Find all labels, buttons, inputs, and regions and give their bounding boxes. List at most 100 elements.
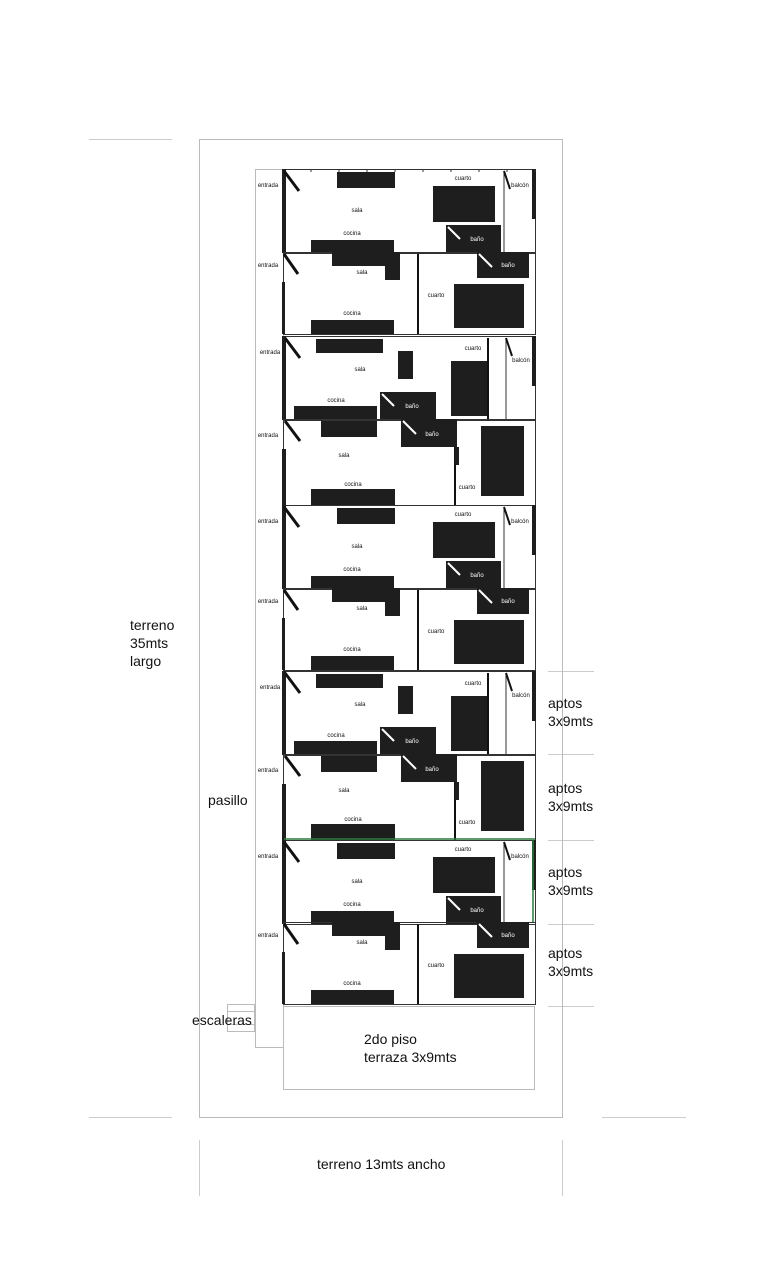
apto-label-2-size: 3x9mts (548, 798, 594, 814)
unit-7-bath-fixture (380, 727, 436, 755)
unit-1-entry-door (282, 170, 301, 192)
unit-5-bed (433, 522, 495, 558)
unit-5-cuarto-label: cuarto (455, 512, 472, 518)
unit-4-bath-door (402, 420, 417, 435)
unit-3-left-wall (282, 336, 286, 420)
unit-7-kitchen-counter (294, 741, 377, 755)
unit-7-bano-label: baño (405, 739, 419, 745)
unit-1-bed (433, 186, 495, 222)
unit-5-left-wall (282, 505, 286, 589)
unit-4-bed (481, 426, 524, 496)
apto-separator-1 (548, 671, 594, 672)
unit-3-shelf (316, 339, 383, 353)
lot-length-value: 35mts (130, 635, 169, 651)
apto-separator-4 (548, 924, 594, 925)
unit-1-entrada-label: entrada (258, 183, 279, 189)
unit-8-bath-door (402, 755, 417, 770)
unit-10-bano-label: baño (501, 933, 515, 939)
unit-10-sala-label: sala (356, 940, 368, 946)
unit-5-entry-door (282, 506, 301, 528)
unit-1-right-wall (532, 169, 536, 219)
unit-5-bath-fixture (446, 561, 501, 589)
unit-8-kitchen-counter (311, 824, 395, 840)
unit-2-bath-fixture (477, 252, 529, 278)
unit-3-cocina-label: cocina (327, 398, 345, 404)
lot-width-label: terreno 13mts ancho (317, 1156, 446, 1172)
unit-7-balcony-door (505, 672, 513, 692)
unit-1-sala-label: sala (351, 208, 363, 214)
apto-label-3-title: aptos (548, 864, 583, 880)
unit-9-sala-label: sala (351, 879, 363, 885)
unit-10-kitchen-counter (311, 990, 394, 1004)
unit-8-bano-label: baño (425, 767, 439, 773)
unit-8-sala-label: sala (338, 788, 350, 794)
unit-3-right-wall (532, 336, 536, 386)
unit-6-sala-label: sala (356, 606, 368, 612)
stairs-box-inner (227, 1011, 255, 1025)
unit-9-bath-fixture (446, 896, 501, 924)
unit-9-bath-door (447, 897, 461, 911)
unit-4-bath-fixture (401, 419, 457, 447)
apto-label-3: aptos 3x9mts (548, 863, 593, 899)
unit-1-bano-label: baño (470, 237, 484, 243)
unit-5-sala-label: sala (351, 544, 363, 550)
unit-10-bath-fixture (477, 922, 529, 948)
unit-7-cuarto-label: cuarto (465, 681, 482, 687)
unit-3-balcon-label: balcón (512, 358, 530, 364)
apto-label-3-size: 3x9mts (548, 882, 594, 898)
terrace-area (283, 1006, 535, 1090)
unit-3-column (398, 351, 413, 379)
unit-6-bath-door (478, 589, 493, 604)
unit-1-cocina-label: cocina (343, 231, 361, 237)
unit-3-entrada-label: entrada (260, 350, 281, 356)
escaleras-label: escaleras (192, 1012, 252, 1028)
unit-9-kitchen-counter (311, 911, 394, 924)
unit-6-left-wall (282, 618, 285, 670)
terrace-floor: 2do piso (364, 1031, 417, 1047)
unit-4-left-wall (282, 449, 286, 505)
unit-1-kitchen-counter (311, 240, 394, 253)
unit-1-cuarto-label: cuarto (455, 176, 472, 182)
unit-8-shelf (321, 756, 377, 772)
unit-10-shelf-return (385, 922, 400, 950)
unit-5-entrada-label: entrada (258, 519, 279, 525)
lot-length-label: terreno 35mts largo (130, 616, 174, 670)
unit-5-bano-label: baño (470, 573, 484, 579)
unit-9-left-wall (282, 840, 286, 924)
unit-8-entrada-label: entrada (258, 768, 279, 774)
unit-1-bath-door (447, 226, 461, 240)
unit-2-bed (454, 284, 524, 328)
unit-9-cuarto-label: cuarto (455, 847, 472, 853)
unit-3-bano-label: baño (405, 404, 419, 410)
unit-7-right-wall (532, 671, 536, 721)
unit-10-shelf (332, 922, 400, 936)
unit-7-cocina-label: cocina (327, 733, 345, 739)
unit-3-bath-fixture (380, 392, 436, 420)
unit-1-shelf (337, 172, 395, 188)
unit-5-shelf (337, 508, 395, 524)
unit-10-bed (454, 954, 524, 998)
unit-6-shelf-return (385, 588, 400, 616)
unit-7-shelf (316, 674, 383, 688)
unit-9-shelf (337, 843, 395, 859)
unit-8-left-wall (282, 784, 286, 840)
unit-5-right-wall (532, 505, 536, 555)
lot-boundary (199, 139, 563, 1118)
apto-label-4: aptos 3x9mts (548, 944, 593, 980)
unit-10-bath-door (478, 923, 493, 938)
unit-1-balcony-door (503, 170, 511, 190)
unit-2-kitchen-counter (311, 320, 394, 334)
unit-2-bano-label: baño (501, 263, 515, 269)
unit-2-left-wall (282, 282, 285, 334)
apto-label-1-title: aptos (548, 695, 583, 711)
unit-9-bed (433, 857, 495, 893)
unit-10-left-wall (282, 952, 285, 1004)
unit-7-column (398, 686, 413, 714)
unit-6-bed (454, 620, 524, 664)
width-guide-left (199, 1140, 200, 1196)
unit-9-balcon-label: balcón (511, 854, 529, 860)
unit-7-balcon-label: balcón (512, 693, 530, 699)
pasillo-label: pasillo (208, 792, 248, 808)
unit-6-shelf (332, 588, 400, 602)
